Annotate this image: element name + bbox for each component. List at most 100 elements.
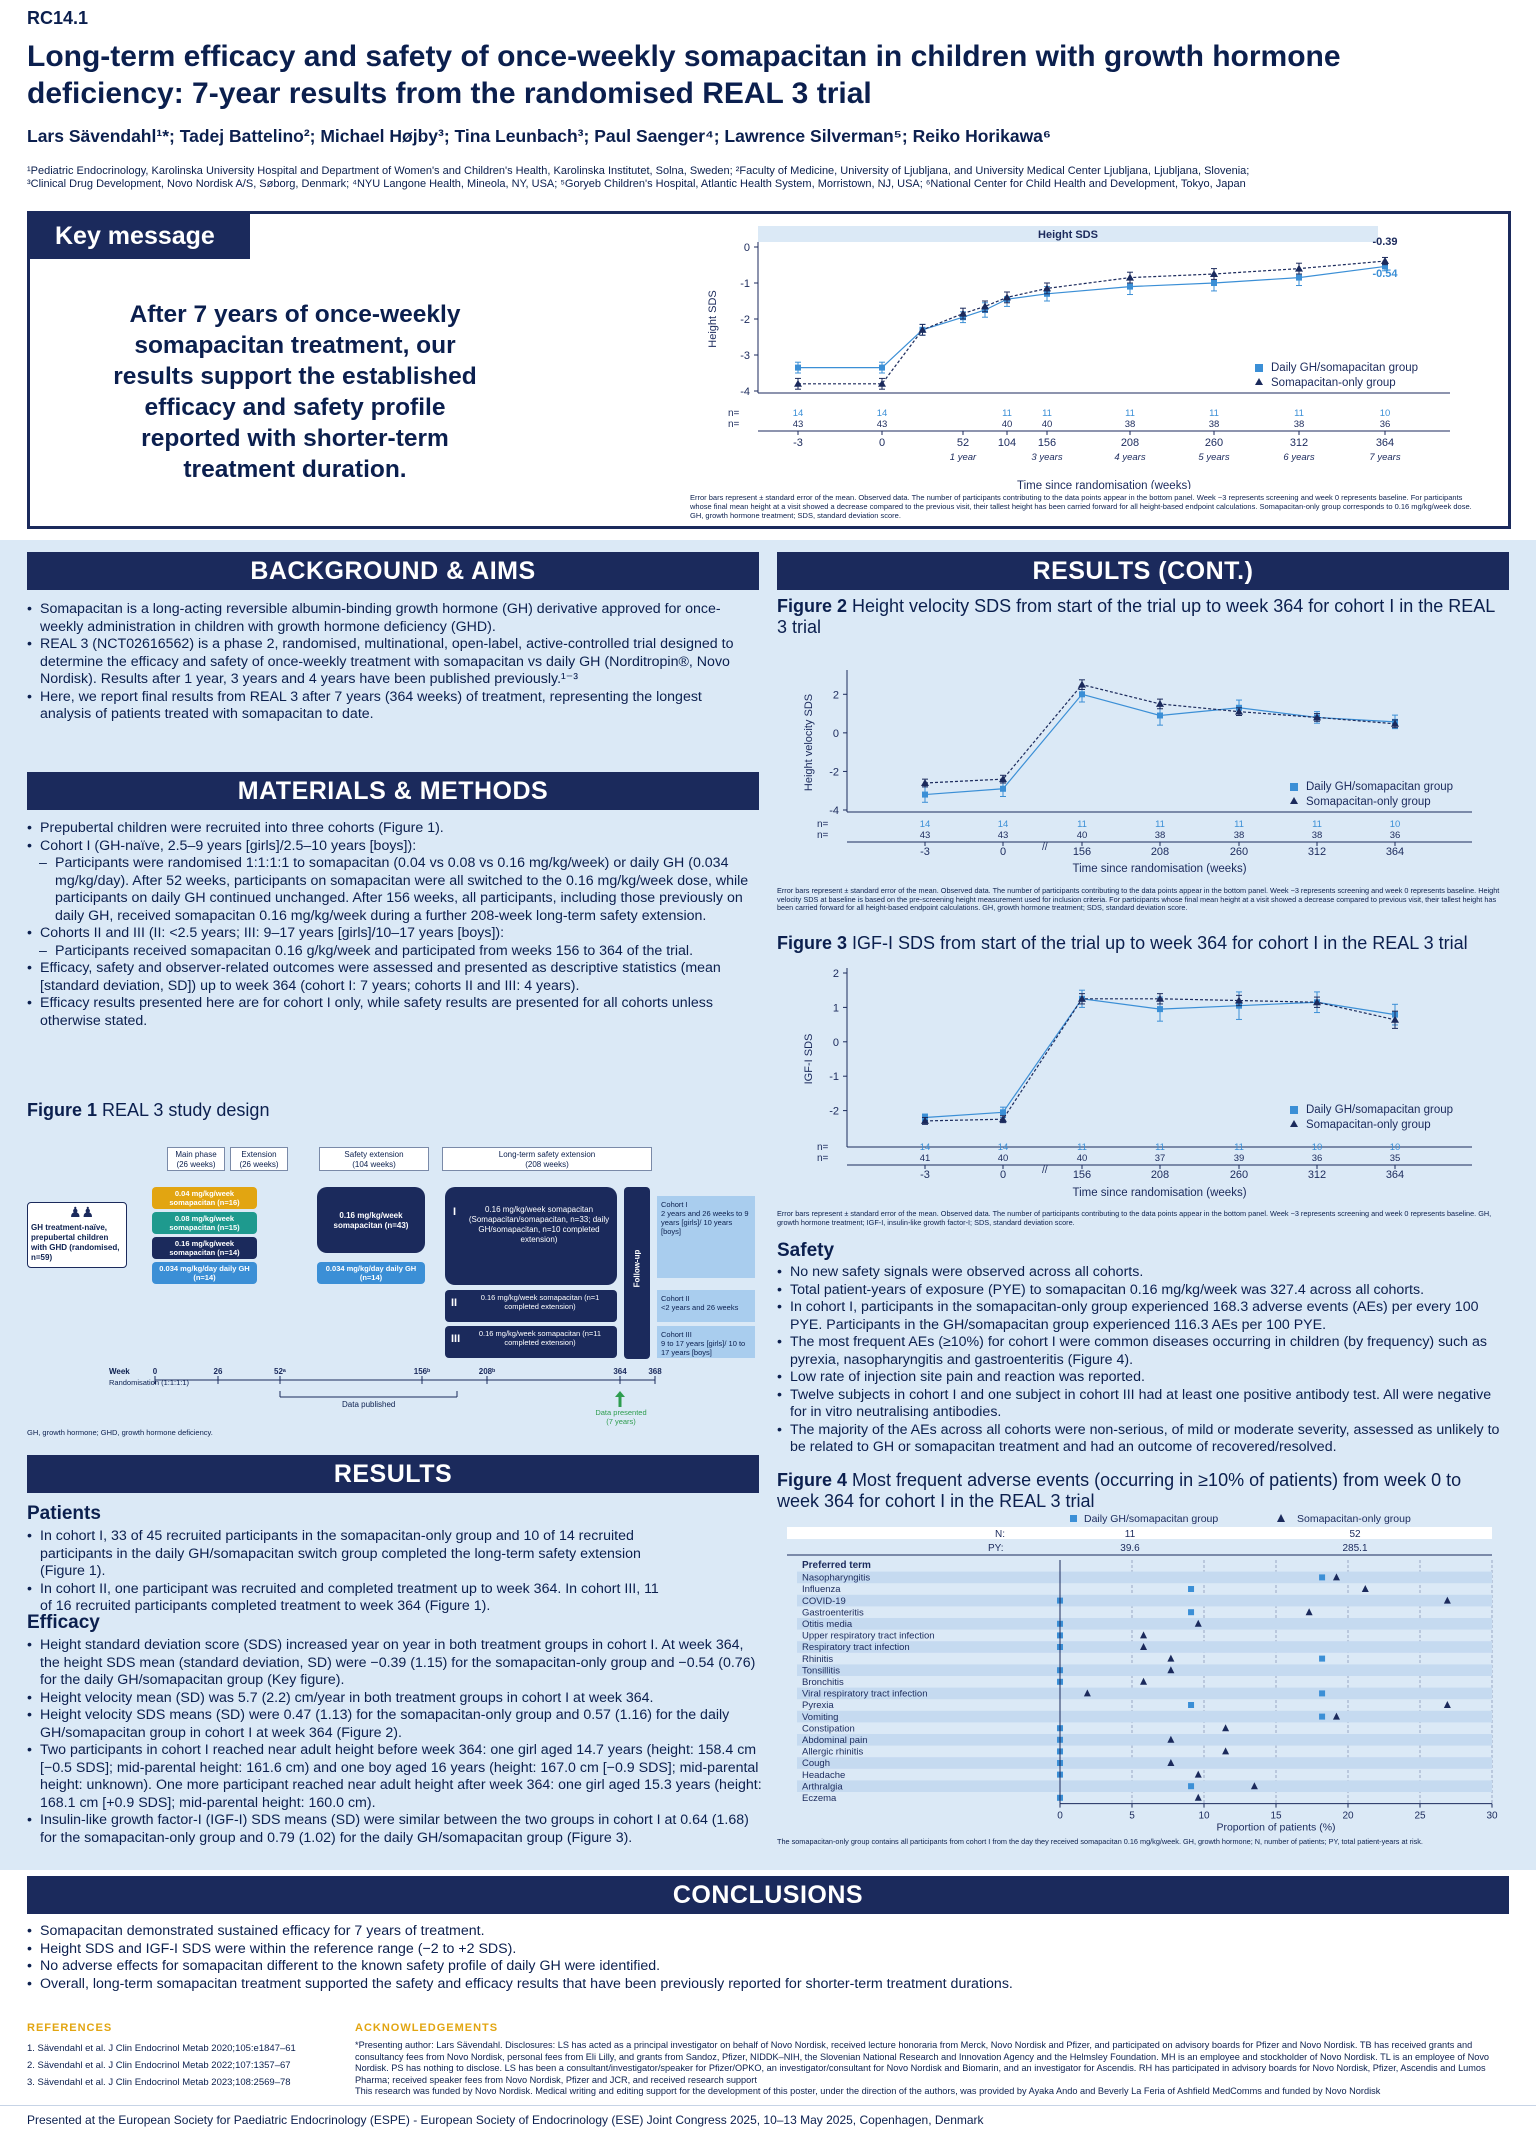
x-tick-label: 30 xyxy=(1486,1811,1498,1822)
safety-item: In cohort I, participants in the somapac… xyxy=(777,1299,1507,1334)
data-point xyxy=(1295,264,1303,272)
data-presented-label: Data presented (7 years) xyxy=(595,1408,647,1426)
y-tick-label: 0 xyxy=(833,1037,839,1049)
legend-marker-daily xyxy=(1070,1515,1077,1522)
n-count-daily: 14 xyxy=(877,408,888,419)
y-tick-label: 2 xyxy=(833,689,839,701)
n-count-soma: 39 xyxy=(1234,1153,1245,1164)
ae-term: Rhinitis xyxy=(802,1654,833,1665)
legend-marker-daily xyxy=(1255,364,1263,372)
safety-box-soma: 0.16 mg/kg/week somapacitan (n=43) xyxy=(317,1187,425,1253)
phase-safety: Safety extension (104 weeks) xyxy=(319,1147,429,1171)
figure4-title: Figure 4 Most frequent adverse events (o… xyxy=(777,1470,1497,1512)
patients-heading: Patients xyxy=(27,1503,101,1524)
n-count-soma: 40 xyxy=(1042,419,1053,430)
x-tick-label: -3 xyxy=(920,846,930,858)
data-point xyxy=(1210,270,1218,277)
cohort2-text: 0.16 mg/kg/week somapacitan (n=1 complet… xyxy=(480,1293,600,1311)
reference-item: 2. Sävendahl et al. J Clin Endocrinol Me… xyxy=(27,2060,291,2071)
x-axis-label: Proportion of patients (%) xyxy=(1216,1822,1335,1834)
timeline-tick-label: 52ᵃ xyxy=(274,1367,286,1376)
ae-point-daily xyxy=(1319,1574,1326,1581)
term-header: Preferred term xyxy=(802,1560,871,1571)
chart-title: Height SDS xyxy=(1038,229,1098,241)
methods-item: Participants were randomised 1:1:1:1 to … xyxy=(27,855,759,925)
x-tick-label: 312 xyxy=(1308,1169,1326,1181)
n-row-label: N: xyxy=(995,1529,1005,1540)
data-point xyxy=(999,775,1007,783)
n-row-bg xyxy=(787,1527,1492,1539)
data-point xyxy=(1313,998,1321,1006)
key-message-box: Key message After 7 years of once-weekly… xyxy=(27,211,1511,529)
n-count-soma: 37 xyxy=(1155,1153,1166,1164)
legend-marker-daily xyxy=(1290,1106,1298,1114)
data-point xyxy=(1126,273,1134,281)
x-tick-label: 156 xyxy=(1073,846,1091,858)
ae-point-soma xyxy=(1140,1677,1148,1685)
ae-term: Pyrexia xyxy=(802,1700,834,1711)
poster-title: Long-term efficacy and safety of once-we… xyxy=(27,38,1507,112)
ae-point-daily xyxy=(1188,1609,1195,1616)
presented-arrow xyxy=(615,1391,625,1397)
y-tick-label: -1 xyxy=(740,278,750,290)
n-count-soma: 40 xyxy=(1077,1153,1088,1164)
n-count-daily: 14 xyxy=(998,1142,1009,1153)
timeline-tick-label: 208ᵇ xyxy=(479,1367,495,1376)
x-tick-label: -3 xyxy=(920,1169,930,1181)
data-point xyxy=(1000,1109,1006,1116)
cohort1-age: Cohort I 2 years and 26 weeks to 9 years… xyxy=(657,1196,755,1278)
ae-point-soma xyxy=(1361,1585,1369,1592)
affiliation-line: ¹Pediatric Endocrinology, Karolinska Uni… xyxy=(27,165,1250,177)
y-tick-label: -2 xyxy=(740,314,750,326)
figure2-footnote: Error bars represent ± standard error of… xyxy=(777,886,1500,912)
data-point xyxy=(1000,785,1006,792)
ae-term: Arthralgia xyxy=(802,1781,843,1792)
ae-point-daily xyxy=(1319,1713,1326,1720)
ae-point-soma xyxy=(1194,1793,1202,1801)
y-tick-label: 0 xyxy=(744,242,750,254)
authors: Lars Sävendahl¹*; Tadej Battelino²; Mich… xyxy=(27,126,1051,146)
conclusions-list: Somapacitan demonstrated sustained effic… xyxy=(27,1923,1487,1993)
legend-marker-soma xyxy=(1290,797,1298,804)
ae-term: Viral respiratory tract infection xyxy=(802,1689,928,1700)
n-count-soma: 38 xyxy=(1125,419,1136,430)
people-icon: ♟♟ xyxy=(69,1204,95,1220)
x-tick-label: 156 xyxy=(1038,437,1056,449)
data-point xyxy=(921,779,929,786)
methods-list: Prepubertal children were recruited into… xyxy=(27,820,759,1030)
x-tick-label: 312 xyxy=(1290,437,1308,449)
data-point xyxy=(1235,707,1243,715)
n-count-daily: 11 xyxy=(1002,408,1012,419)
axis-break: // xyxy=(1042,1165,1048,1176)
ae-term: Constipation xyxy=(802,1723,855,1734)
ae-point-soma xyxy=(1194,1619,1202,1627)
patients-item: In cohort I, 33 of 45 recruited particip… xyxy=(27,1528,667,1581)
ae-term: Bronchitis xyxy=(802,1677,844,1688)
data-point xyxy=(981,302,989,310)
cohort3-text: 0.16 mg/kg/week somapacitan (n=11 comple… xyxy=(478,1329,602,1347)
cohort3-age: Cohort III 9 to 17 years [girls]/ 10 to … xyxy=(657,1326,755,1358)
n-label: n= xyxy=(817,1153,829,1164)
x-tick-label: 260 xyxy=(1230,846,1248,858)
y-tick-label: -3 xyxy=(740,350,750,362)
ae-point-soma xyxy=(1443,1596,1451,1604)
phase-extension: Extension (26 weeks) xyxy=(230,1147,288,1171)
n-count-daily: 11 xyxy=(1077,819,1087,830)
series-line xyxy=(798,265,1386,369)
y-axis-label: Height SDS xyxy=(707,290,719,347)
y-tick-label: -4 xyxy=(829,805,839,817)
row-band xyxy=(797,1594,1492,1607)
background-item: Here, we report final results from REAL … xyxy=(27,689,747,724)
data-point xyxy=(1043,284,1051,292)
py-soma: 285.1 xyxy=(1342,1543,1367,1554)
ae-term: Headache xyxy=(802,1770,845,1781)
x-tick-label: 312 xyxy=(1308,846,1326,858)
figure3-title: Figure 3 IGF-I SDS from start of the tri… xyxy=(777,933,1497,954)
x-year-label: 4 years xyxy=(1114,452,1145,463)
figure3-footnote: Error bars represent ± standard error of… xyxy=(777,1209,1492,1227)
acknowledgements-heading: ACKNOWLEDGEMENTS xyxy=(355,2022,499,2034)
n-count-daily: 11 xyxy=(1077,1142,1087,1153)
